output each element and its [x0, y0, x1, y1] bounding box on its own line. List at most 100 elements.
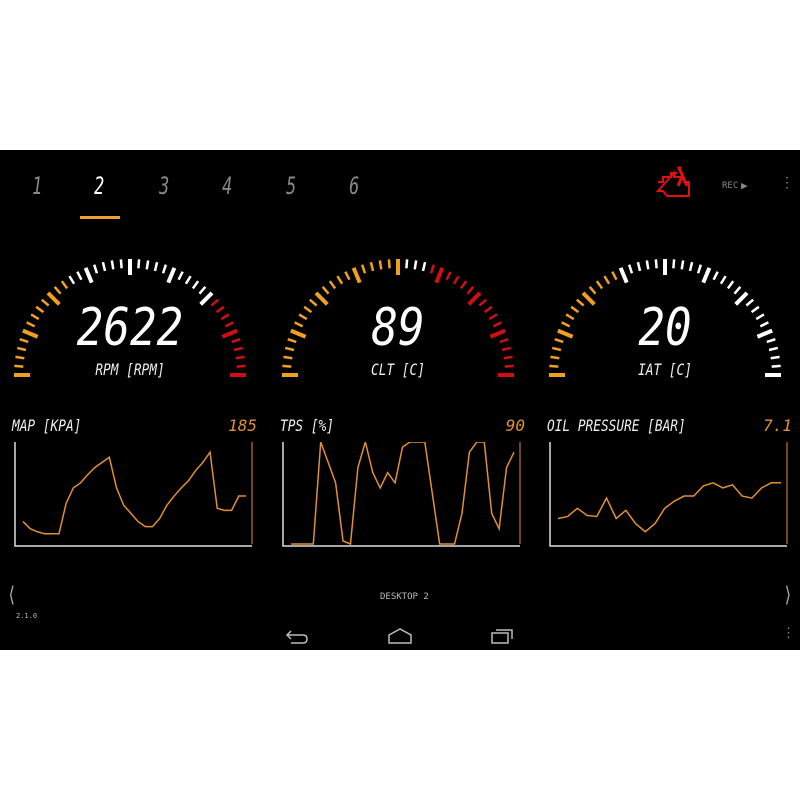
- gauge-tick: [101, 261, 107, 272]
- gauge-tick: [215, 305, 225, 314]
- gauge-tick: [336, 275, 344, 285]
- gauge-tick: [575, 298, 585, 307]
- home-icon[interactable]: [387, 627, 413, 645]
- gauge-tick: [314, 291, 329, 306]
- gauge-tick: [351, 267, 362, 284]
- overflow-menu-icon[interactable]: ⋮: [782, 626, 795, 641]
- gauge-tick: [22, 328, 39, 339]
- chart-oil-pressure: OIL PRESSURE [BAR] 7.1: [547, 412, 792, 552]
- tab-1[interactable]: 1: [32, 172, 43, 200]
- gauge-tick: [92, 264, 99, 274]
- dashboard-screen: 1 2 3 4 5 6 REC ▶ ⋮ 2622 RPM [RPM] 89 CL…: [0, 150, 800, 650]
- gauge-tick: [198, 285, 207, 295]
- gauge-tick: [405, 259, 409, 269]
- gauge-tick: [603, 275, 611, 285]
- gauge-tick: [137, 259, 141, 269]
- gauge-tick: [284, 346, 295, 352]
- gauge-tick: [191, 280, 200, 290]
- gauge-tick: [119, 259, 123, 269]
- gauge-tick: [688, 261, 694, 272]
- gauge-tick: [466, 285, 475, 295]
- gauge-tick: [308, 298, 318, 307]
- gauge-tick: [26, 321, 36, 328]
- gauge-tick: [290, 328, 307, 339]
- tab-3[interactable]: 3: [159, 172, 170, 200]
- chart-axis: [14, 442, 252, 547]
- gauge-tick: [557, 328, 574, 339]
- gauge-tick: [224, 321, 234, 328]
- gauge-ticks: [282, 259, 514, 377]
- check-engine-icon: [655, 166, 690, 197]
- gauge-tick: [755, 313, 765, 321]
- gauge-tick: [759, 321, 769, 328]
- gauge-tick: [161, 264, 168, 274]
- gauge-label: CLT [C]: [371, 360, 425, 379]
- tab-2[interactable]: 2: [94, 172, 105, 200]
- overflow-menu-icon[interactable]: ⋮: [780, 175, 794, 191]
- gauge-tick: [421, 261, 427, 272]
- gauge-tick: [549, 364, 559, 368]
- gauge-tick: [768, 346, 779, 352]
- gauge-tick: [413, 260, 418, 270]
- gauge-tick: [503, 355, 513, 360]
- gauge-tick: [369, 261, 375, 272]
- gauge-tick: [177, 271, 184, 281]
- gauge-tick: [199, 291, 214, 306]
- gauge-tick: [283, 355, 293, 360]
- gauge-tick: [734, 291, 749, 306]
- gauge-tick: [14, 364, 24, 368]
- chart-map: MAP [KPA] 185: [12, 412, 257, 552]
- tab-4[interactable]: 4: [222, 172, 233, 200]
- previous-desktop-arrow[interactable]: ❬: [7, 580, 16, 610]
- desktop-label: DESKTOP 2: [380, 592, 429, 602]
- gauge-tick: [429, 264, 436, 274]
- gauge-tick: [303, 305, 313, 314]
- chart-plot: [14, 442, 253, 547]
- gauge-value: 89: [371, 298, 425, 358]
- gauge-tick: [53, 285, 62, 295]
- gauge-tick: [467, 291, 482, 306]
- play-icon[interactable]: ▶: [741, 179, 748, 192]
- version-label: 2.1.0: [16, 612, 38, 620]
- chart-value: 185: [228, 416, 257, 435]
- gauge-tick: [701, 267, 712, 284]
- gauge-tick: [588, 285, 597, 295]
- gauge-tick: [645, 260, 650, 270]
- gauge-tick: [771, 364, 781, 368]
- gauge-tick: [554, 337, 564, 344]
- gauge-tick: [434, 267, 445, 284]
- chart-title: MAP [KPA]: [12, 416, 82, 435]
- gauge-tick: [153, 261, 159, 272]
- gauge-tick: [672, 259, 676, 269]
- tab-6[interactable]: 6: [349, 172, 360, 200]
- gauge-tick: [220, 313, 230, 321]
- gauge-tick: [478, 298, 488, 307]
- chart-plot: [549, 442, 788, 547]
- gauge-tick: [565, 313, 575, 321]
- gauge-tick: [492, 321, 502, 328]
- gauge-tick: [581, 291, 596, 306]
- gauge-tick: [321, 285, 330, 295]
- gauge-tick: [68, 275, 76, 285]
- gauge-ticks: [549, 259, 781, 377]
- gauge-tick: [145, 260, 150, 270]
- gauge-tick: [654, 259, 658, 269]
- gauge-label: IAT [C]: [638, 360, 692, 379]
- back-icon[interactable]: [285, 627, 311, 645]
- chart-axis: [282, 442, 520, 547]
- gauge-tick: [83, 267, 94, 284]
- gauge-tick: [30, 313, 40, 321]
- gauge-tick: [210, 298, 220, 307]
- gauge-clt: 89 CLT [C]: [268, 240, 528, 400]
- rec-button[interactable]: REC: [722, 181, 739, 191]
- next-desktop-arrow[interactable]: ❭: [783, 580, 792, 610]
- gauge-tick: [16, 346, 27, 352]
- tab-5[interactable]: 5: [286, 172, 297, 200]
- gauge-tick: [712, 271, 719, 281]
- gauge-tick: [750, 305, 760, 314]
- gauge-tick: [488, 313, 498, 321]
- gauge-tick: [19, 337, 29, 344]
- recent-apps-icon[interactable]: [489, 627, 515, 645]
- gauge-tick: [236, 364, 246, 368]
- gauge-tick: [287, 337, 297, 344]
